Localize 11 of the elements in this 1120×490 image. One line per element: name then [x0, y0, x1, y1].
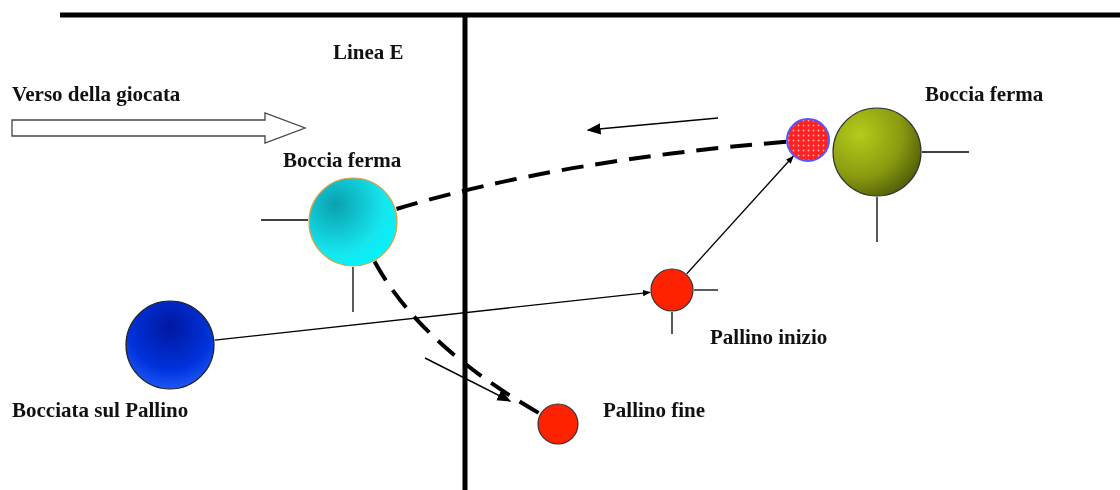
ball-label: Boccia ferma: [283, 148, 402, 173]
arrow: [686, 155, 794, 275]
ball-label: Pallino inizio: [710, 325, 828, 350]
trajectory-line: [372, 260, 541, 416]
trajectory-line: [395, 139, 787, 211]
text-label: Verso della giocata: [12, 82, 181, 107]
arrow: [214, 290, 651, 341]
ball-label: Bocciata sul Pallino: [12, 398, 189, 423]
text-label: Linea E: [333, 40, 404, 65]
ball-label: Pallino fine: [603, 398, 706, 423]
ball-label: Boccia ferma: [925, 82, 1044, 107]
